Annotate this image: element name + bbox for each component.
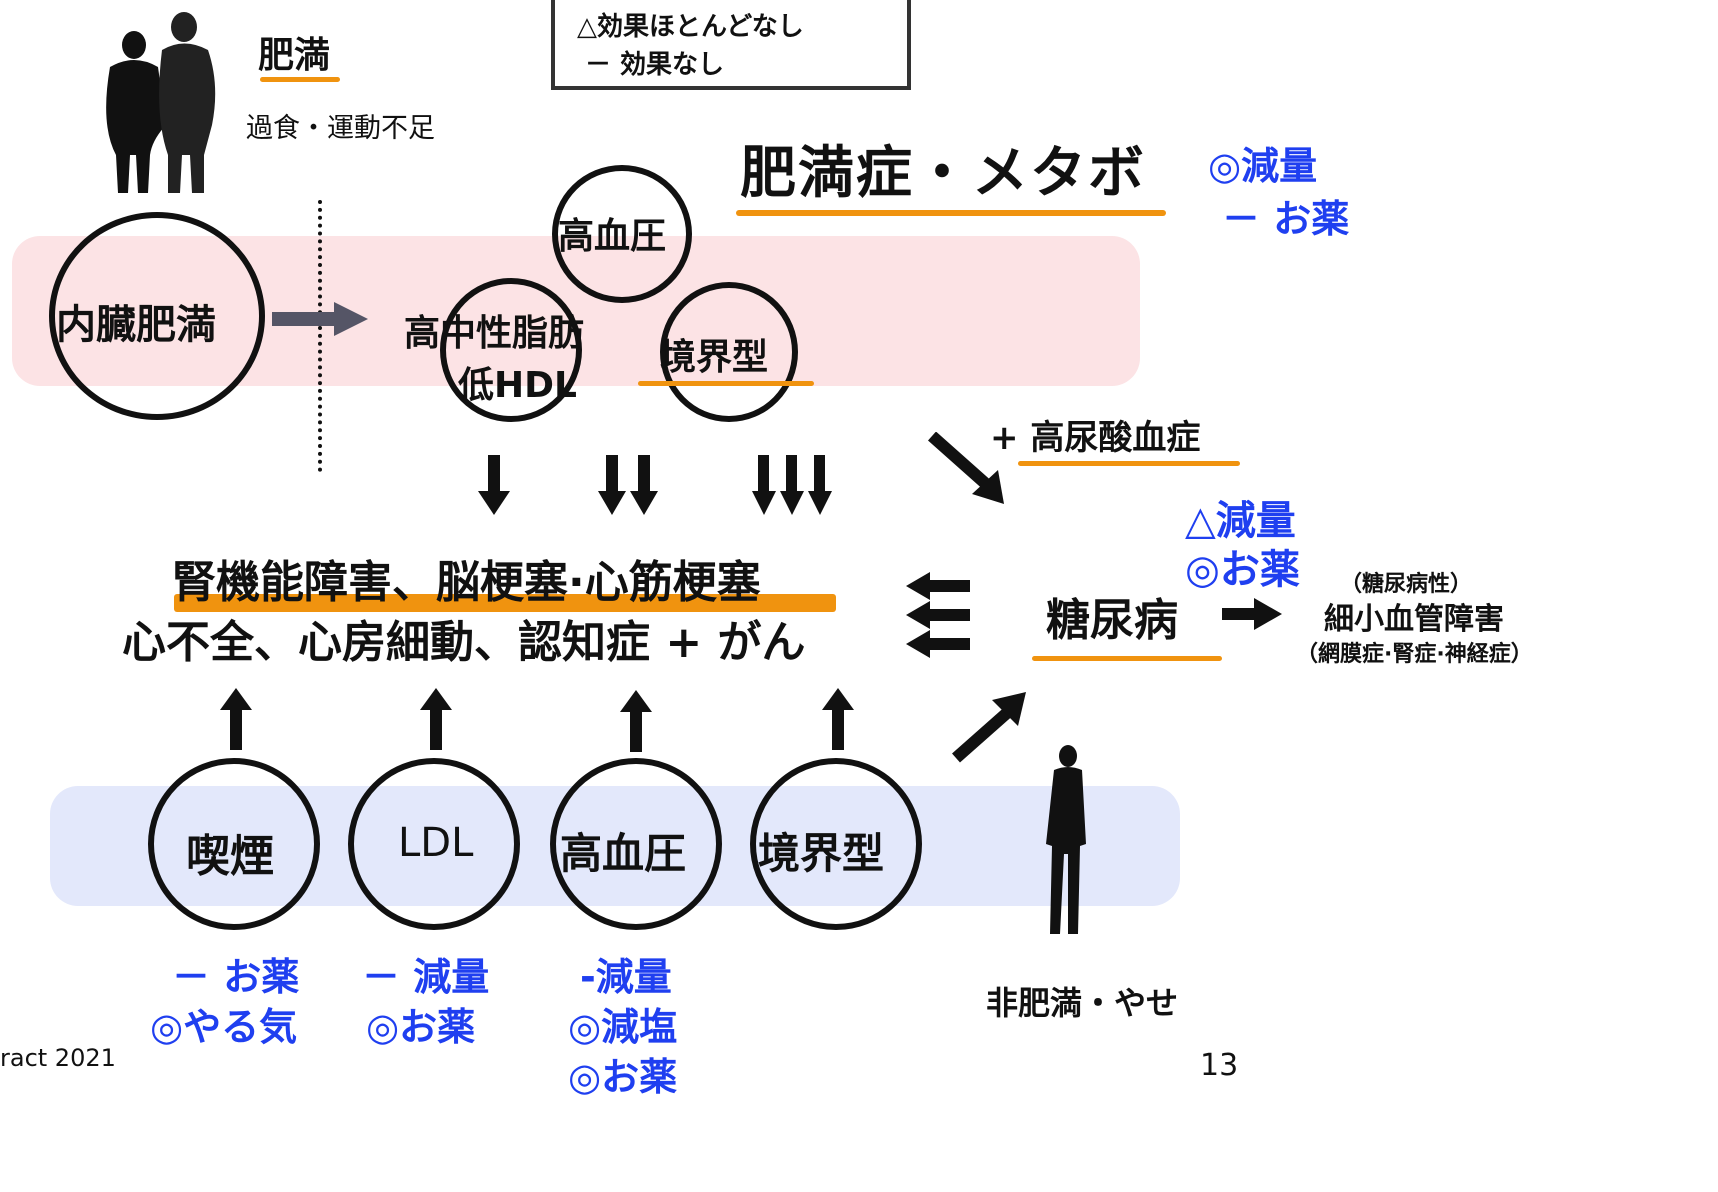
hyperuricemia-label: + 高尿酸血症	[990, 418, 1201, 458]
arrow-left-triple-icon	[906, 572, 970, 658]
microvascular-line-2: 細小血管障害	[1324, 602, 1504, 637]
arrow-right-icon-diabetes	[1222, 598, 1282, 630]
legend-line-1: △効果ほとんどなし	[577, 12, 804, 42]
arrow-up-icon-1	[220, 688, 252, 750]
arrow-right-icon	[272, 302, 368, 336]
footer-source: ract 2021	[0, 1044, 116, 1072]
smoking-note-1: － お薬	[172, 955, 300, 999]
visceral-fat-circle	[49, 212, 265, 420]
diabetes-label: 糖尿病	[1046, 595, 1178, 646]
obese-couple-silhouette	[106, 12, 216, 193]
smoking-circle	[148, 758, 320, 930]
hypertension-circle-upper	[552, 165, 692, 303]
obesity-syndrome-title: 肥満症・メタボ	[740, 141, 1146, 206]
hypertension-label-upper: 高血圧	[558, 216, 667, 257]
diabetes-note-2: ◎お薬	[1185, 547, 1300, 593]
arrow-up-icon-4	[822, 688, 854, 750]
borderline-label-lower: 境界型	[758, 829, 885, 878]
ldl-note-1: － 減量	[362, 955, 490, 999]
arrow-down-double-icon	[598, 455, 658, 515]
diabetes-note-1: △減量	[1185, 498, 1296, 544]
obesity-cause: 過食・運動不足	[246, 113, 435, 144]
smoking-note-2: ◎やる気	[150, 1005, 298, 1049]
legend-line-2: － 効果なし	[585, 50, 725, 80]
obesity-syndrome-note-1: ◎減量	[1208, 144, 1318, 188]
obesity-underline	[260, 77, 340, 82]
obesity-syndrome-note-2: － お薬	[1222, 197, 1350, 241]
outcomes-line-2: 心不全、心房細動、認知症 + がん	[122, 617, 806, 668]
obesity-syndrome-underline	[736, 210, 1166, 216]
lipid-label-line-1: 高中性脂肪	[404, 313, 585, 354]
arrow-up-icon-2	[420, 688, 452, 750]
dotted-divider	[318, 200, 322, 472]
ldl-note-2: ◎お薬	[366, 1005, 476, 1049]
ldl-circle	[348, 758, 520, 930]
borderline-label-upper: 境界型	[660, 337, 769, 378]
borderline-circle-upper	[660, 282, 798, 422]
page-number: 13	[1200, 1048, 1239, 1083]
obesity-label: 肥満	[258, 35, 331, 76]
non-obese-label: 非肥満・やせ	[986, 984, 1179, 1022]
borderline-circle-lower	[750, 758, 922, 930]
microvascular-line-3: （網膜症·腎症·神経症）	[1296, 642, 1533, 667]
arrow-down-triple-icon	[752, 455, 832, 515]
lipid-circle	[440, 278, 582, 422]
outcomes-underline	[174, 594, 836, 612]
lipid-label-line-2: 低HDL	[458, 365, 577, 406]
arrow-up-icon-3	[620, 690, 652, 752]
ldl-label: LDL	[398, 820, 474, 866]
hypertension-note-3: ◎お薬	[568, 1055, 678, 1099]
diabetes-underline	[1032, 656, 1222, 661]
hypertension-circle-lower	[550, 758, 722, 930]
hypertension-note-2: ◎減塩	[568, 1005, 678, 1049]
arrow-diagonal-up-icon	[952, 692, 1026, 763]
visceral-fat-label: 内臓肥満	[56, 302, 216, 348]
smoking-label: 喫煙	[186, 831, 274, 882]
thin-person-silhouette	[1046, 745, 1086, 934]
outcomes-line-1: 腎機能障害、脳梗塞·心筋梗塞	[172, 557, 761, 608]
arrow-down-single-icon	[478, 455, 510, 515]
hyperuricemia-underline	[1018, 461, 1240, 466]
microvascular-line-1: （糖尿病性）	[1340, 572, 1473, 597]
borderline-underline	[638, 381, 814, 386]
arrow-diagonal-down-icon	[928, 432, 1004, 504]
hypertension-note-1: -減量	[580, 955, 672, 999]
hypertension-label-lower: 高血圧	[560, 829, 687, 878]
legend-box: △効果ほとんどなし － 効果なし	[551, 0, 911, 90]
